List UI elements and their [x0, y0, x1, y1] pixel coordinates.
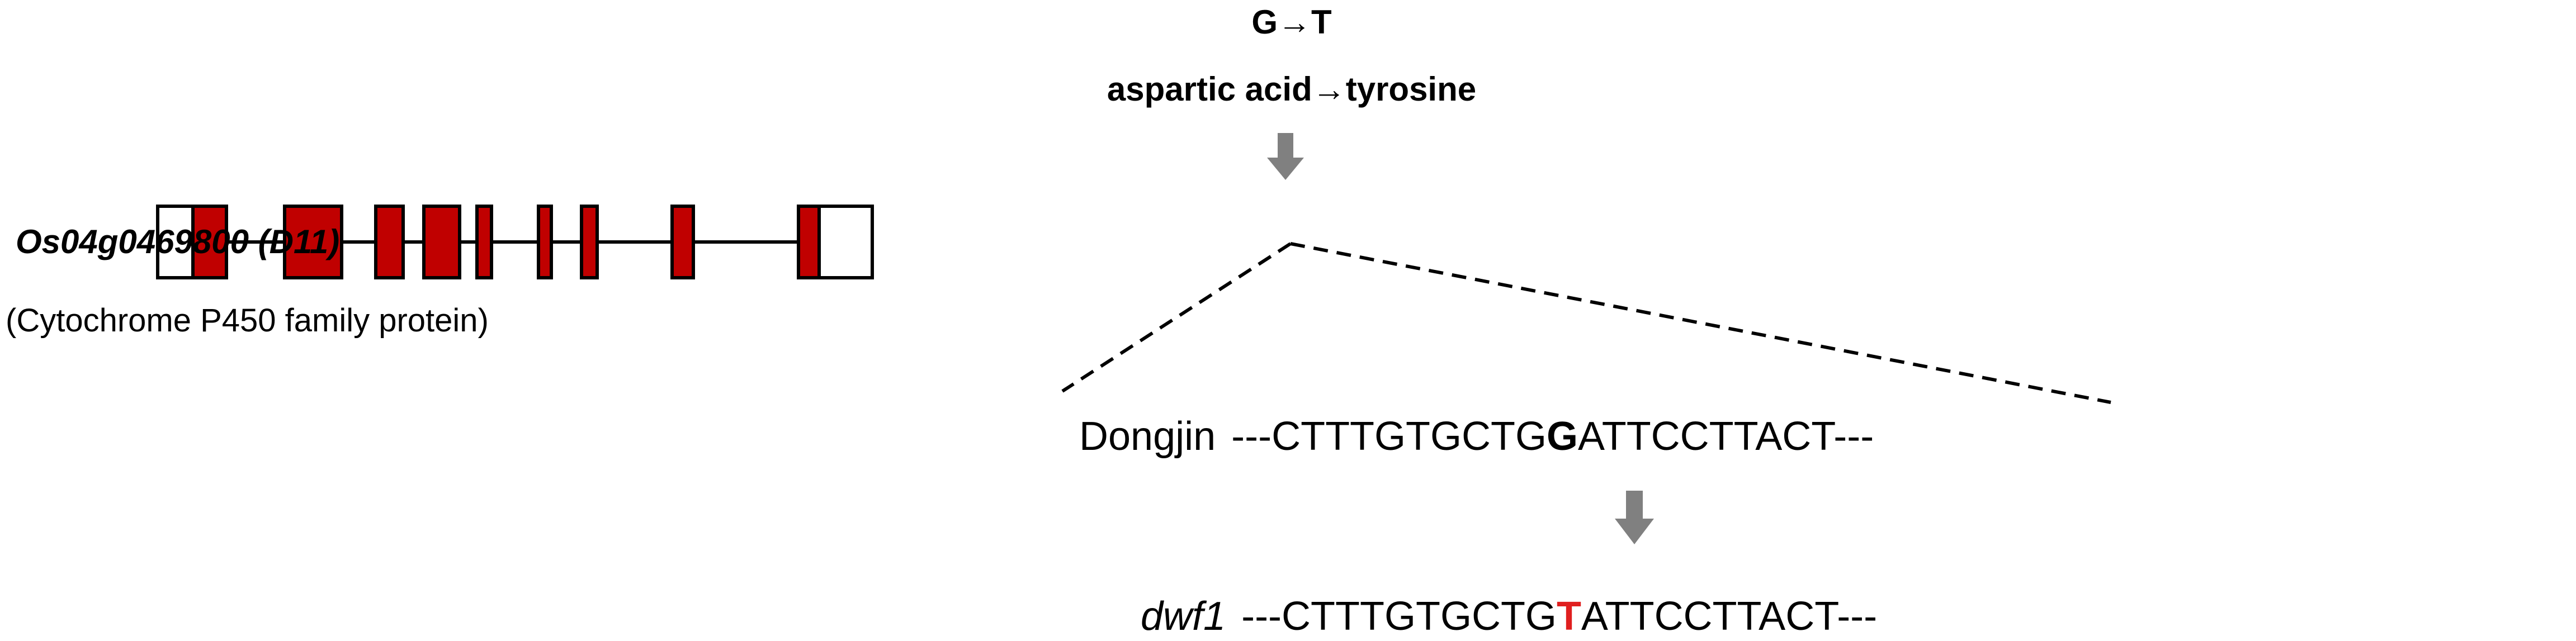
- gene-description-label: (Cytochrome P450 family protein): [6, 302, 489, 339]
- exon-6: [537, 205, 553, 279]
- nucleotide-change-label: G→T: [1251, 3, 1332, 41]
- mutation-site-arrow: [1267, 133, 1304, 180]
- exon-4: [422, 205, 461, 279]
- zoom-line-left: [1061, 242, 1292, 393]
- gene-id-label: Os04g0469800 (D11): [16, 223, 340, 260]
- amino-acid-change-label: aspartic acid→tyrosine: [1107, 70, 1477, 108]
- exon-1: [191, 205, 228, 279]
- wildtype-name: Dongjin: [1079, 414, 1216, 459]
- exon-7: [580, 205, 599, 279]
- utr-3prime: [817, 205, 874, 279]
- exon-5: [475, 205, 493, 279]
- wildtype-sequence-row: Dongjin ---CTTTGTGCTGGATTCCTTACT---: [1079, 414, 1874, 459]
- wildtype-seq-after: ATTCCTTACT---: [1578, 414, 1874, 459]
- mutant-seq-after: ATTCCTTACT---: [1581, 594, 1878, 639]
- sequence-change-arrow: [1615, 491, 1654, 544]
- exon-2: [283, 205, 343, 279]
- mutant-name: dwf1: [1141, 594, 1226, 639]
- wildtype-base: G: [1547, 414, 1578, 459]
- zoom-line-right: [1290, 242, 2111, 404]
- wildtype-seq-before: ---CTTTGTGCTG: [1231, 414, 1547, 459]
- mutant-base: T: [1556, 594, 1581, 639]
- exon-8: [670, 205, 695, 279]
- exon-3: [374, 205, 405, 279]
- mutant-sequence-row: dwf1 ---CTTTGTGCTGTATTCCTTACT---: [1141, 593, 1877, 639]
- exon-9: [797, 205, 821, 279]
- mutant-seq-before: ---CTTTGTGCTG: [1241, 594, 1557, 639]
